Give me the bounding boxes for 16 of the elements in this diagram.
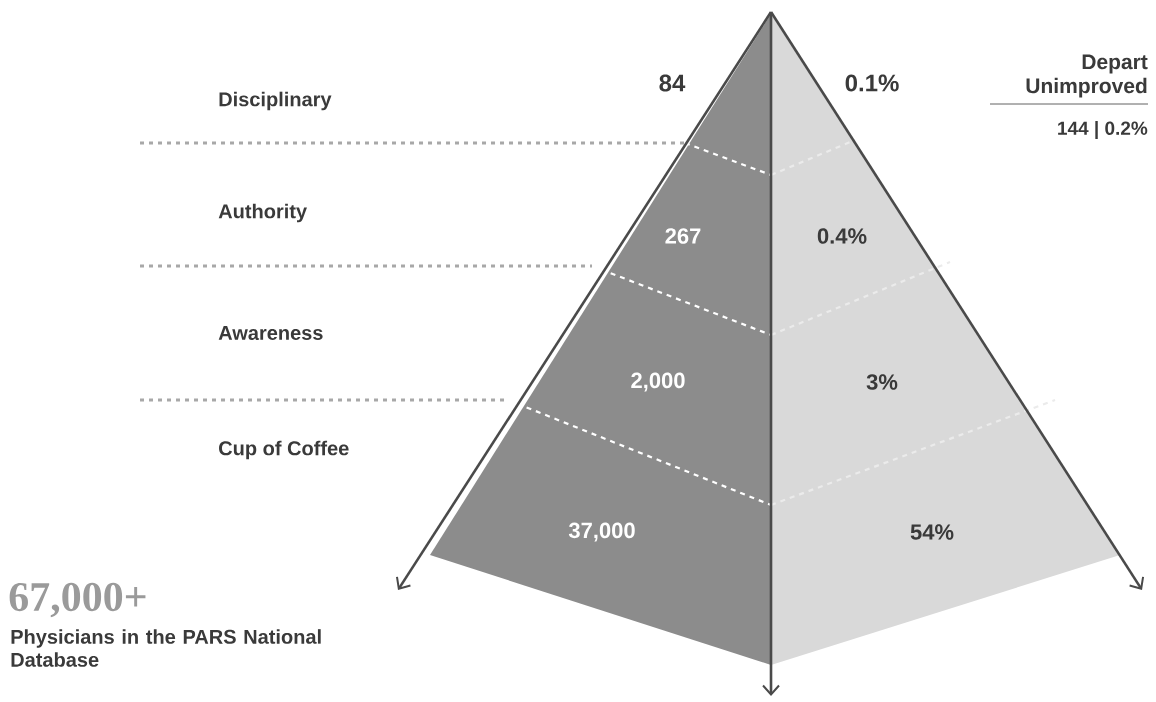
percentage-label: 3% [866,374,898,390]
percentage-label: 0.4% [817,228,867,244]
heading: Depart Unimproved [1026,54,1148,98]
tier-label: Authority [218,203,307,223]
tier-label: Awareness [218,326,323,340]
value-label: 2,000 [631,372,685,392]
value-label: 84 [659,74,686,92]
value-label: 144 | 0.2% [1058,121,1148,139]
percentage-label: 0.1% [845,74,899,92]
value-label: 37,000 [568,522,635,542]
value-label: 267 [665,228,701,244]
total-number: 67,000+ [9,582,146,618]
tier-label: Disciplinary [219,91,332,111]
percentage-label: 54% [910,524,954,540]
caption-text: Physicians in the PARS National Database [11,629,321,667]
tier-label: Cup of Coffee [219,440,349,460]
